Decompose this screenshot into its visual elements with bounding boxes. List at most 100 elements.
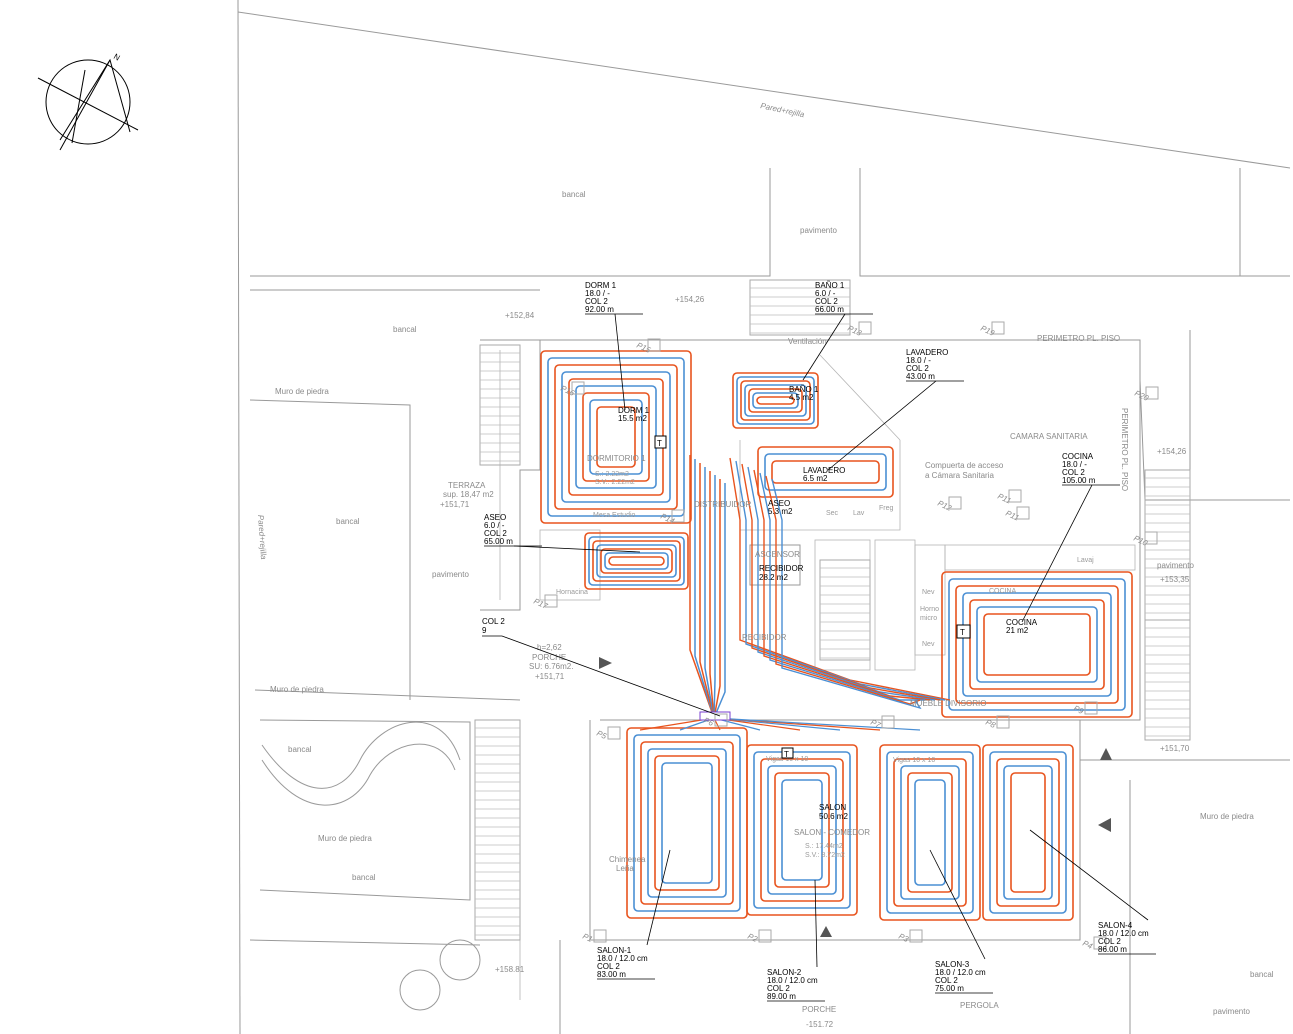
heating-loop-cocina bbox=[948, 578, 1126, 711]
site-label: Chimenea bbox=[609, 855, 646, 864]
pillar-label: P18 bbox=[846, 324, 863, 338]
heating-loop-salon-2 bbox=[767, 765, 837, 895]
room-area: 4.5 m2 bbox=[789, 393, 814, 402]
site-label: S.: 17.44m2 bbox=[805, 843, 843, 850]
circuit-length: 43.00 m bbox=[906, 372, 935, 381]
site-label: SALON - COMEDOR bbox=[794, 828, 870, 837]
thermostat-label: T bbox=[960, 628, 965, 637]
site-label: Leña bbox=[616, 864, 634, 873]
circuit-length: 83.00 m bbox=[597, 970, 626, 979]
stair bbox=[1144, 619, 1191, 741]
heating-loop-aseo bbox=[604, 552, 669, 570]
level-mark: +151,71 bbox=[440, 500, 470, 509]
level-mark: +151,71 bbox=[535, 672, 565, 681]
room-area: 28.2 m2 bbox=[759, 573, 788, 582]
room-area: 5.3 m2 bbox=[768, 507, 793, 516]
level-mark: +154,26 bbox=[1157, 447, 1187, 456]
circuit-name: DORM 1 bbox=[585, 281, 617, 290]
circuit-name: BAÑO 1 bbox=[815, 281, 845, 290]
room-name: COCINA bbox=[1006, 618, 1038, 627]
heating-loop-dorm1 bbox=[561, 371, 671, 503]
site-label: Lavaj bbox=[1077, 557, 1094, 564]
site-label: Lav bbox=[853, 510, 865, 517]
room-name: BAÑO 1 bbox=[789, 385, 819, 394]
feeder-pipe bbox=[729, 457, 951, 701]
collector-callout: COL 2 9 bbox=[482, 617, 721, 717]
heating-loop-bano1 bbox=[740, 380, 811, 421]
pillar-label: P8 bbox=[984, 718, 997, 731]
pillar-label: P17 bbox=[532, 597, 549, 611]
site-label: pavimento bbox=[1157, 561, 1194, 570]
room-area: 6.5 m2 bbox=[803, 474, 828, 483]
section-arrow-icon bbox=[1098, 818, 1111, 832]
site-label: Sec bbox=[826, 510, 839, 517]
pillar-label: P2 bbox=[746, 932, 759, 945]
circuit-name: ASEO bbox=[484, 513, 506, 522]
room-bano1: BAÑO 14.5 m2 bbox=[789, 385, 819, 402]
heating-loop-aseo bbox=[588, 536, 685, 586]
feeder-pipe bbox=[747, 466, 936, 701]
heating-loop-cocina bbox=[955, 585, 1119, 704]
circuit-length: 86.00 m bbox=[1098, 945, 1127, 954]
heating-loop-salon-1 bbox=[640, 741, 734, 905]
site-label: Muro de piedra bbox=[1200, 812, 1254, 821]
section-arrow-icon bbox=[1100, 748, 1112, 760]
pillar-label: P7 bbox=[869, 718, 882, 731]
site-label: Nev bbox=[922, 641, 935, 648]
level-mark: -151.72 bbox=[806, 1020, 834, 1029]
north-arrow: N bbox=[37, 52, 139, 151]
feeder-pipe bbox=[713, 475, 716, 719]
heating-loop-salon-4 bbox=[982, 744, 1074, 921]
site-label: sup. 18,47 m2 bbox=[443, 490, 494, 499]
circuit-name: LAVADERO bbox=[906, 348, 948, 357]
pillar bbox=[909, 929, 923, 943]
feeder-pipe bbox=[694, 459, 715, 719]
site-label: DORMITORIO 1 bbox=[587, 454, 646, 463]
site-label: bancal bbox=[352, 873, 376, 882]
site-label: COCINA bbox=[989, 588, 1017, 595]
pillar bbox=[647, 338, 661, 352]
site-label: PERIMETRO PL. PISO bbox=[1120, 408, 1129, 491]
heating-loop-bano1 bbox=[752, 392, 799, 409]
heating-loop-salon-3 bbox=[900, 765, 960, 900]
heating-loop-salon-2 bbox=[746, 744, 858, 916]
pillar bbox=[1084, 701, 1098, 715]
site-label: Mesa Estudio bbox=[593, 512, 636, 519]
feeder-pipe bbox=[689, 455, 715, 719]
collector-name: COL 2 bbox=[482, 617, 505, 626]
circuit-collector: COL 2 bbox=[484, 529, 507, 538]
heating-loop-salon-3 bbox=[907, 772, 953, 893]
pillar bbox=[858, 321, 872, 335]
circuit-spacing: 6.0 / - bbox=[815, 289, 836, 298]
thermostat: T bbox=[654, 435, 667, 449]
heating-loop-bano1 bbox=[748, 388, 803, 413]
heating-loop-dorm1 bbox=[540, 350, 692, 524]
heating-loop-aseo bbox=[584, 532, 689, 590]
circuit-spacing: 18.0 / - bbox=[906, 356, 931, 365]
feeder-pipe bbox=[771, 478, 922, 710]
pillar-label: P11 bbox=[996, 492, 1012, 506]
stair bbox=[479, 344, 521, 466]
room-dorm1: DORM 115.5 m2 bbox=[618, 406, 650, 423]
circuit-length: 66.00 m bbox=[815, 305, 844, 314]
pillar bbox=[1016, 506, 1030, 520]
stairs bbox=[474, 279, 1191, 941]
site-label: DISTRIBUIDOR bbox=[694, 500, 752, 509]
site-label: Compuerta de acceso bbox=[925, 461, 1004, 470]
site-label: S.: 2.22m2 bbox=[595, 471, 629, 478]
level-mark: +154,26 bbox=[675, 295, 705, 304]
pillar-label: P6 bbox=[702, 716, 715, 729]
site-label: bancal bbox=[393, 325, 417, 334]
site-label: bancal bbox=[562, 190, 586, 199]
level-mark: +153,35 bbox=[1160, 575, 1190, 584]
circuit-name: COCINA bbox=[1062, 452, 1094, 461]
heating-loop-salon-1 bbox=[633, 734, 741, 912]
circuit-collector: COL 2 bbox=[1062, 468, 1085, 477]
site-label: Ventilación bbox=[788, 337, 827, 346]
